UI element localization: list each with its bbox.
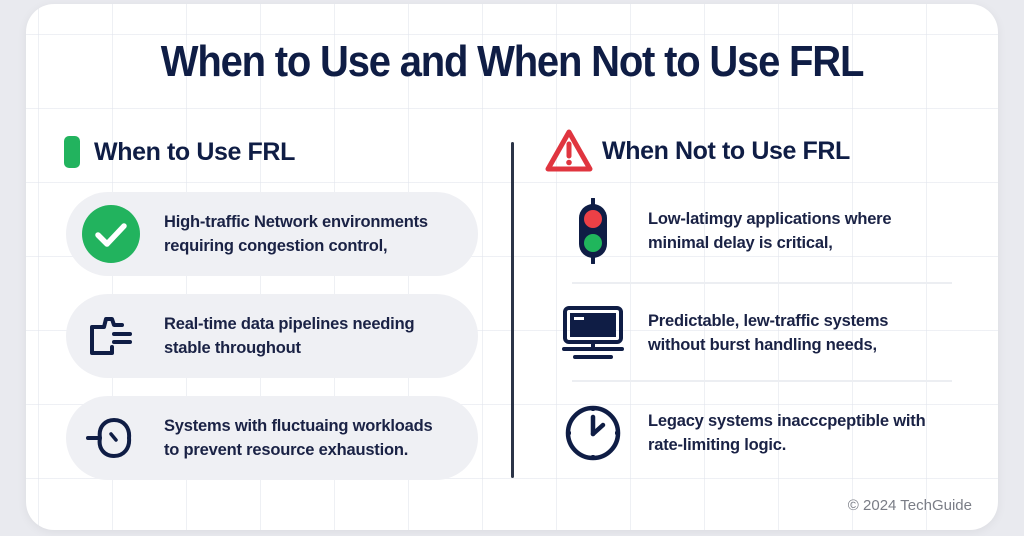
use-item-2-line1: Real-time data pipelines needing [164, 315, 415, 333]
notuse-item-3-line1: Legacy systems inacccpeptible with [648, 412, 926, 430]
notuse-item-legacy: Legacy systems inacccpeptible with rate-… [560, 388, 956, 478]
notuse-item-2-line1: Predictable, lew-traffic systems [648, 312, 889, 330]
infographic-card: When to Use and When Not to Use FRL When… [26, 4, 998, 530]
clock-icon [560, 400, 626, 466]
use-item-1-line2: requiring congestion control, [164, 237, 388, 255]
check-circle-icon [80, 203, 142, 265]
notuse-item-predictable: Predictable, lew-traffic systems without… [560, 288, 956, 378]
when-to-use-heading-text: When to Use FRL [94, 137, 295, 166]
copyright-footer: © 2024 TechGuide [847, 497, 972, 514]
use-item-3-line2: to prevent resource exhaustion. [164, 441, 409, 459]
monitor-icon [560, 300, 626, 366]
notuse-item-1-line1: Low-latimgy applications where [648, 210, 892, 228]
use-item-3-line1: Systems with fluctuaing workloads [164, 417, 433, 435]
stopwatch-icon [80, 407, 142, 469]
when-to-use-heading: When to Use FRL [64, 136, 295, 168]
use-item-2-line2: stable throughout [164, 339, 301, 357]
pipeline-hand-icon [80, 305, 142, 367]
when-not-to-use-heading: When Not to Use FRL [544, 128, 850, 174]
page-title: When to Use and When Not to Use FRL [160, 38, 865, 86]
use-item-realtime-pipelines: Real-time data pipelines needing stable … [66, 294, 478, 378]
notuse-item-1-line2: minimal delay is critical, [648, 234, 833, 252]
use-item-fluctuating-workloads: Systems with fluctuaing workloads to pre… [66, 396, 478, 480]
row-divider [572, 380, 952, 382]
warning-triangle-icon [545, 129, 593, 172]
use-item-high-traffic: High-traffic Network environments requir… [66, 192, 478, 276]
use-item-1-line1: High-traffic Network environments [164, 213, 428, 231]
notuse-item-2-line2: without burst handling needs, [648, 336, 877, 354]
notuse-item-low-latency: Low-latimgy applications where minimal d… [560, 186, 956, 276]
notuse-item-3-line2: rate-limiting logic. [648, 436, 787, 454]
green-pill-marker-icon [64, 136, 80, 168]
row-divider [572, 282, 952, 284]
traffic-light-icon [560, 198, 626, 264]
section-divider [511, 142, 514, 478]
when-not-to-use-heading-text: When Not to Use FRL [602, 136, 850, 165]
